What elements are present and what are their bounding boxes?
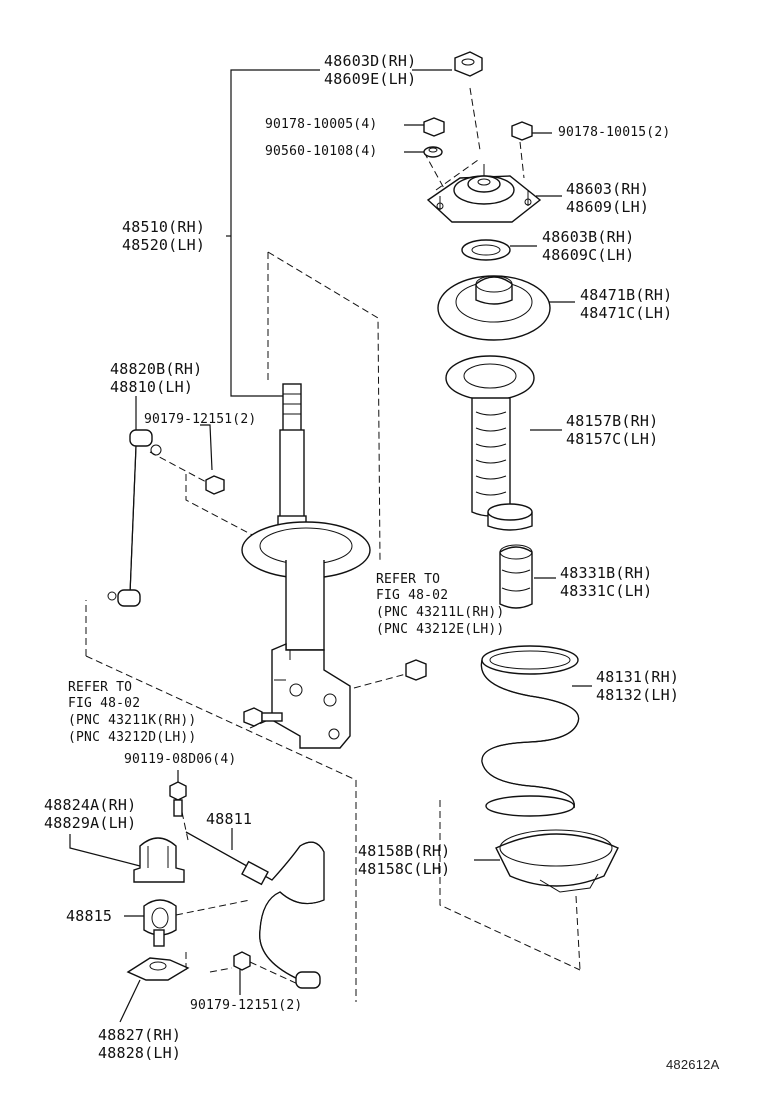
bearing-part <box>461 239 511 261</box>
spring-seat-part <box>437 275 551 341</box>
callout-washer: 90560-10108(4) <box>265 144 378 159</box>
mount-nut-part <box>454 51 483 77</box>
callout-bumper-lh: 48331C(LH) <box>560 582 653 600</box>
refer-right-line-2: FIG 48-02 <box>376 588 449 603</box>
upper-nut-part <box>511 121 533 141</box>
callout-strut-rh: 48510(RH) <box>122 218 206 236</box>
leader-lines <box>69 69 592 1023</box>
refer-left-line-3: (PNC 43211K(RH)) <box>68 713 197 728</box>
assembly-dashed-lines <box>85 87 581 1002</box>
refer-right-line-3: (PNC 43211L(RH)) <box>376 605 505 620</box>
callout-mount-nut-lh: 48609E(LH) <box>324 70 417 88</box>
bar-nut-part <box>233 951 251 971</box>
callout-stabilizer-link-lh: 48810(LH) <box>110 378 194 396</box>
callout-lower-insulator-rh: 48158B(RH) <box>358 842 451 860</box>
stabilizer-link-part <box>107 429 162 607</box>
callout-bearing-rh: 48603B(RH) <box>542 228 635 246</box>
callout-bushing-bracket-lh: 48829A(LH) <box>44 814 137 832</box>
callout-stabilizer-link-rh: 48820B(RH) <box>110 360 203 378</box>
callout-lower-bracket-lh: 48828(LH) <box>98 1044 182 1062</box>
strut-assembly-part <box>241 383 371 749</box>
refer-left-line-2: FIG 48-02 <box>68 696 141 711</box>
callout-bar-nut: 90179-12151(2) <box>190 998 303 1013</box>
callout-link-nut: 90179-12151(2) <box>144 412 257 427</box>
callout-upper-nut: 90178-10015(2) <box>558 125 671 140</box>
callout-stabilizer-bar: 48811 <box>206 810 253 828</box>
callout-bracket-bolt: 90119-08D06(4) <box>124 752 237 767</box>
callout-support-rh: 48603(RH) <box>566 180 650 198</box>
callout-lower-bracket-rh: 48827(RH) <box>98 1026 182 1044</box>
refer-left-line-1: REFER TO <box>68 680 133 695</box>
callout-mount-nut-rh: 48603D(RH) <box>324 52 417 70</box>
callout-strut-lh: 48520(LH) <box>122 236 206 254</box>
bushing-part <box>143 899 177 947</box>
callout-coil-spring-rh: 48131(RH) <box>596 668 680 686</box>
callout-boot-lh: 48157C(LH) <box>566 430 659 448</box>
callout-lower-insulator-lh: 48158C(LH) <box>358 860 451 878</box>
strut-bolt-part <box>243 707 283 727</box>
figure-code: 482612A <box>666 1057 720 1072</box>
refer-right-line-1: REFER TO <box>376 572 441 587</box>
callout-bushing-bracket-rh: 48824A(RH) <box>44 796 137 814</box>
callout-boot-rh: 48157B(RH) <box>566 412 659 430</box>
lower-insulator-part <box>495 829 619 893</box>
dust-boot-part <box>445 355 535 531</box>
bump-stopper-part <box>499 544 533 609</box>
callout-bumper-rh: 48331B(RH) <box>560 564 653 582</box>
link-nut-part <box>205 475 225 495</box>
washer-part <box>423 146 443 158</box>
flange-nut-part <box>423 117 445 137</box>
refer-right-line-4: (PNC 43212E(LH)) <box>376 622 505 637</box>
callout-support-lh: 48609(LH) <box>566 198 650 216</box>
bracket-bolt-part <box>169 781 187 817</box>
callout-bearing-lh: 48609C(LH) <box>542 246 635 264</box>
bushing-bracket-part <box>133 837 185 883</box>
refer-left-line-4: (PNC 43212D(LH)) <box>68 730 197 745</box>
callout-coil-spring-lh: 48132(LH) <box>596 686 680 704</box>
callout-bolt-nut: 90178-10005(4) <box>265 117 378 132</box>
lower-bracket-part <box>126 957 190 981</box>
callout-spring-seat-lh: 48471C(LH) <box>580 304 673 322</box>
strut-nut-part <box>405 659 427 681</box>
callout-bushing: 48815 <box>66 907 113 925</box>
callout-spring-seat-rh: 48471B(RH) <box>580 286 673 304</box>
coil-spring-part <box>480 645 580 817</box>
upper-support-part <box>426 164 542 223</box>
stabilizer-bar-part <box>185 831 325 989</box>
